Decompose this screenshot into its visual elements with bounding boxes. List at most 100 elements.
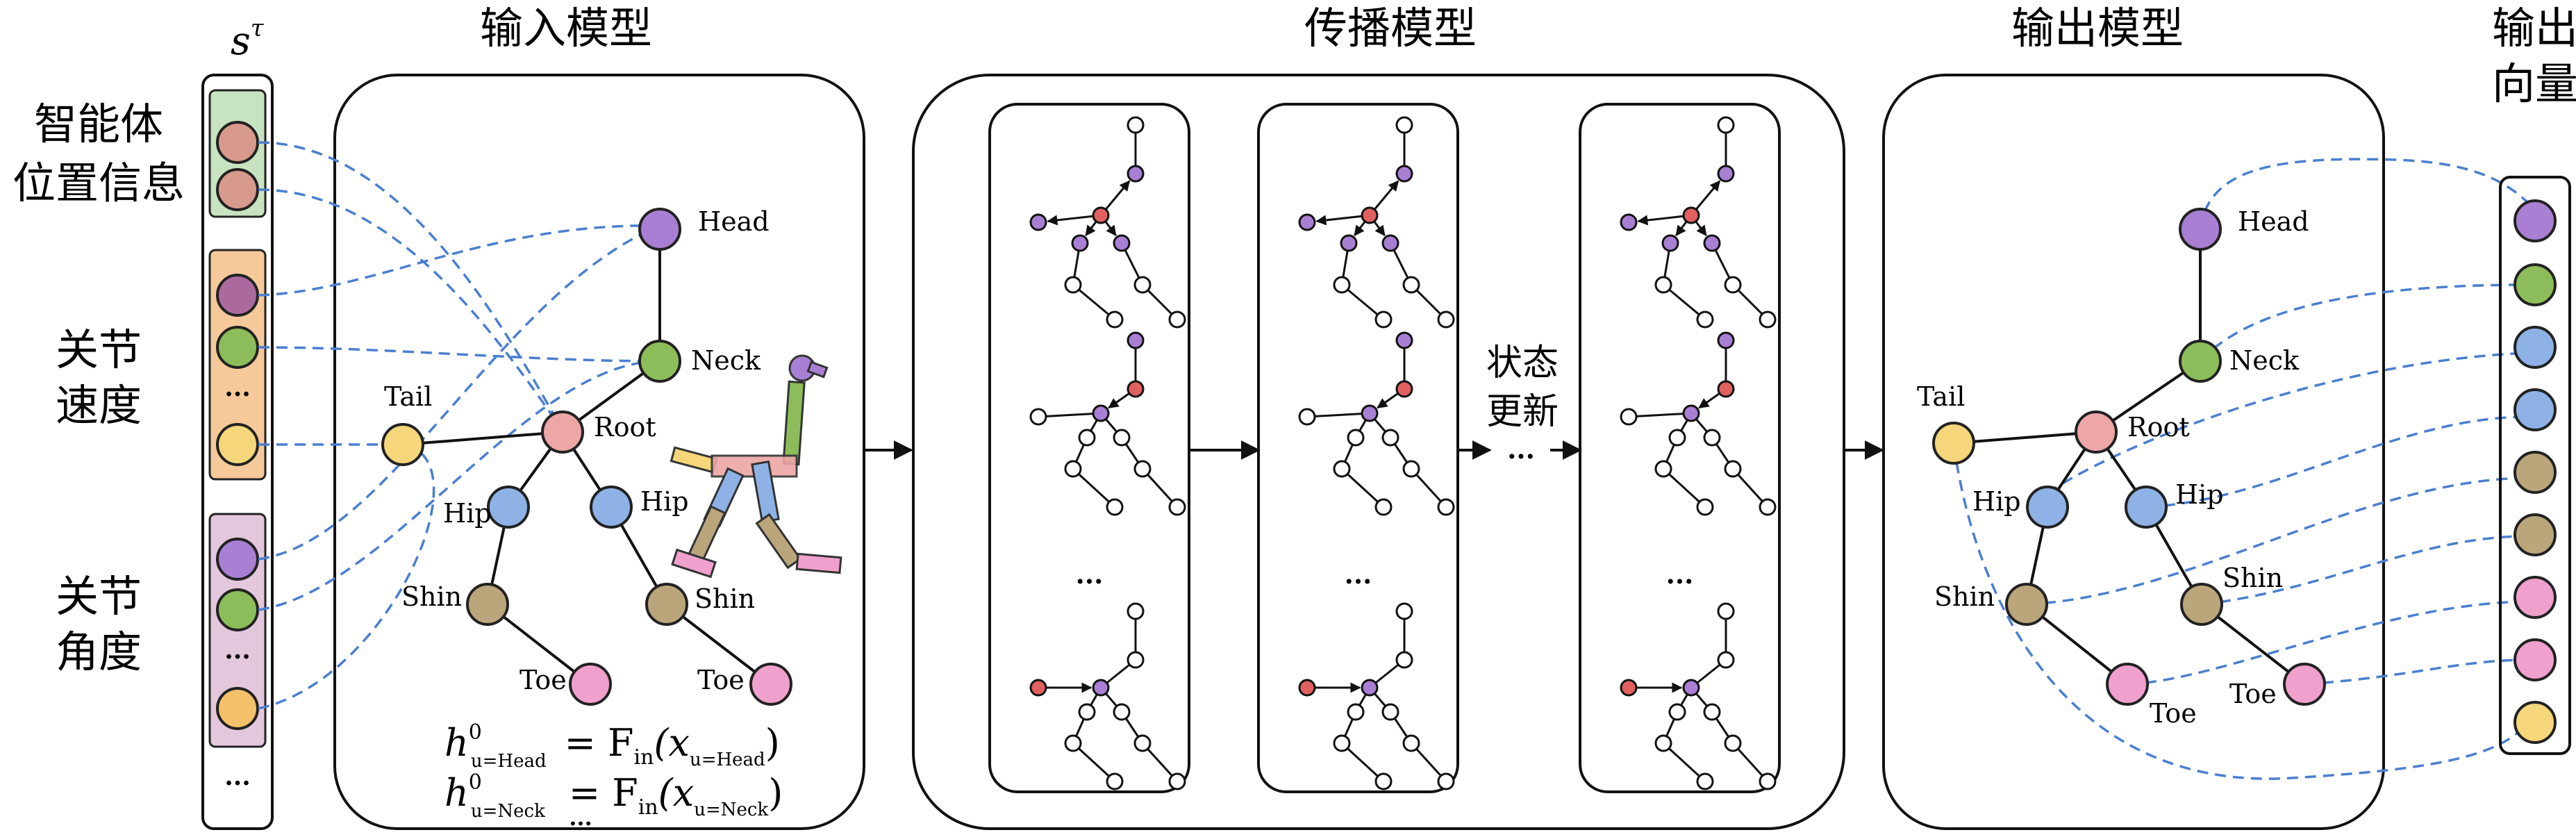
propagation-node <box>1347 429 1365 447</box>
input-toe-left-node <box>569 663 612 706</box>
input-shin-left-node <box>466 583 509 626</box>
robot-tail <box>670 446 718 474</box>
propagation-node <box>1333 734 1351 752</box>
output-hip-right-node <box>2125 486 2168 529</box>
propagation-edge <box>1340 742 1385 783</box>
input-model-title: 输入模型 <box>480 3 652 53</box>
propagation-step-box <box>988 103 1190 793</box>
propagation-node <box>1682 679 1700 697</box>
propagation-node <box>1113 234 1131 252</box>
propagation-node <box>1298 679 1316 697</box>
propagation-node <box>1361 206 1379 224</box>
robot-toe-left <box>671 548 717 579</box>
output-shin-left-node <box>2005 583 2048 626</box>
propagation-node <box>1361 679 1379 697</box>
output-vector-title-1: 输出 <box>2492 3 2576 53</box>
propagation-node <box>1381 429 1399 447</box>
output-neck-label: Neck <box>2229 345 2300 376</box>
output-vector-neck <box>2513 263 2557 306</box>
output-hip-left-node <box>2026 486 2069 529</box>
output-vector-title-2: 向量 <box>2492 58 2576 109</box>
input-model-panel <box>333 74 865 830</box>
propagation-node <box>1437 772 1455 790</box>
propagation-node <box>1168 772 1186 790</box>
input-head-node <box>638 208 681 251</box>
propagation-edge <box>1047 214 1102 226</box>
propagation-node <box>1361 404 1379 422</box>
robot-figure <box>670 354 842 579</box>
propagation-node <box>1381 703 1399 721</box>
joint-velocity-label-2: 速度 <box>56 380 142 431</box>
propagation-node <box>1402 460 1420 478</box>
output-vector-head <box>2513 199 2557 242</box>
output-head-node <box>2179 208 2222 251</box>
propagation-node <box>1682 206 1700 224</box>
output-toe-left-node <box>2106 663 2149 706</box>
propagation-node <box>1696 310 1714 329</box>
propagation-node <box>1620 679 1638 697</box>
propagation-node <box>1703 234 1721 252</box>
output-hip-left-label: Hip <box>1972 486 2021 517</box>
propagation-node <box>1133 460 1152 478</box>
propagation-edge <box>1662 467 1706 508</box>
propagation-node <box>1395 116 1413 134</box>
propagation-model-title: 传播模型 <box>1304 3 1477 53</box>
propagation-node <box>1717 380 1735 398</box>
propagation-node <box>1113 429 1131 447</box>
propagation-node <box>1724 276 1742 294</box>
output-vector-shin-1 <box>2513 451 2557 494</box>
agent-position-label-1: 智能体 <box>34 99 163 149</box>
propagation-node <box>1078 703 1096 721</box>
propagation-node <box>1395 651 1413 669</box>
propagation-edge <box>1341 283 1384 321</box>
propagation-node <box>1106 310 1124 329</box>
propagation-edge <box>1072 742 1116 783</box>
propagation-node <box>1106 772 1124 790</box>
propagation-node <box>1071 234 1089 252</box>
propagation-edge <box>1038 412 1102 418</box>
propagation-edge <box>1340 467 1385 508</box>
input-tail-node <box>381 423 424 466</box>
propagation-node <box>1402 734 1420 752</box>
propagation-node <box>1127 331 1145 349</box>
propagation-node <box>1298 213 1316 231</box>
propagation-node <box>1374 498 1393 516</box>
propagation-node <box>1654 276 1672 294</box>
output-toe-right-node <box>2283 663 2326 706</box>
angle-node-head <box>216 538 259 581</box>
input-skeleton-graph: Head Neck Tail Root Hip Hip Shin Shin To… <box>381 206 792 706</box>
propagation-node <box>1333 276 1351 294</box>
propagation-node <box>1298 408 1316 426</box>
propagation-node <box>1092 679 1110 697</box>
propagation-node <box>1395 165 1413 183</box>
output-vector-toe-2 <box>2513 638 2557 681</box>
propagation-node <box>1395 331 1413 349</box>
propagation-node <box>1696 772 1714 790</box>
robot-head-cap <box>806 361 829 379</box>
output-shin-left-label: Shin <box>1934 581 1995 612</box>
propagation-node <box>1717 651 1735 669</box>
output-tail-label: Tail <box>1917 381 1965 412</box>
joint-velocity-label-1: 关节 <box>56 324 142 375</box>
propagation-node <box>1654 734 1672 752</box>
robot-neck <box>782 380 806 466</box>
propagation-node <box>1064 276 1082 294</box>
propagation-node <box>1717 116 1735 134</box>
propagation-node <box>1696 498 1714 516</box>
input-toe-right-node <box>749 663 792 706</box>
propagation-ellipsis: ... <box>1345 558 1372 590</box>
output-skeleton-graph: Head Neck Tail Root Hip Hip Shin Shin To… <box>1917 206 2326 729</box>
output-root-node <box>2075 411 2118 454</box>
joint-angle-label-2: 角度 <box>56 627 142 677</box>
state-update-ellipsis: ... <box>1507 433 1535 465</box>
propagation-node <box>1759 772 1777 790</box>
propagation-node <box>1682 404 1700 422</box>
propagation-node <box>1759 498 1777 516</box>
propagation-edge <box>1662 742 1706 783</box>
propagation-node <box>1127 165 1145 183</box>
output-hip-right-label: Hip <box>2175 479 2224 510</box>
robot-shin-right <box>755 513 802 570</box>
output-shin-right-label: Shin <box>2222 563 2283 593</box>
input-tail-label: Tail <box>384 381 432 412</box>
